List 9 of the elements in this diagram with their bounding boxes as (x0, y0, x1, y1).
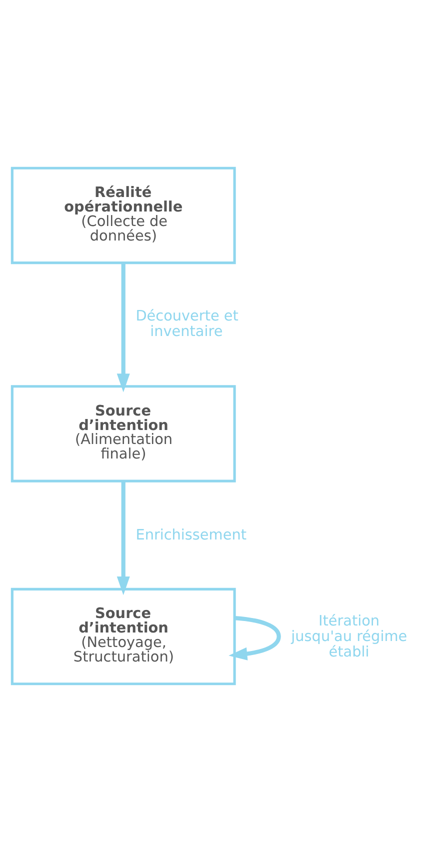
node-box: Source d’intention (Nettoyage, Structuration) (10, 588, 236, 686)
edge-label: Enrichissement (136, 527, 246, 544)
arrow (116, 481, 130, 596)
arrow (228, 616, 281, 660)
node-box: Source d’intention (Alimentation finale) (10, 385, 236, 482)
arrow (116, 262, 130, 392)
edge-label: Itération jusqu'au régime établi (291, 613, 408, 660)
node-box: Réalité opérationnelle (Collecte de données) (10, 166, 236, 264)
edge-label: Découverte et inventaire (136, 308, 238, 340)
